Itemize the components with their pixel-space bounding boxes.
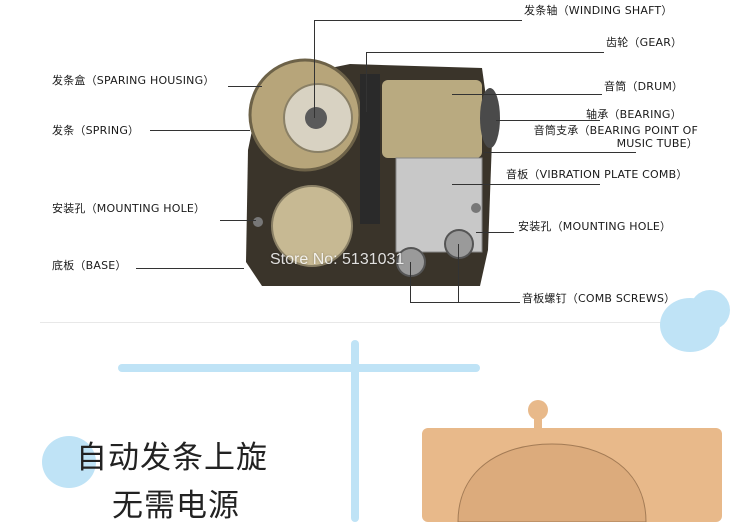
label-drum: 音筒（DRUM） [604, 80, 684, 93]
decorative-cloud-left [42, 436, 96, 488]
mounting-hole-left [253, 217, 263, 227]
promo-line-2: 无需电源 [112, 488, 240, 524]
label-base: 底板（BASE） [52, 259, 127, 272]
section-divider [40, 322, 700, 323]
decorative-cross-vertical [351, 340, 359, 522]
label-sparing-housing: 发条盒（SPARING HOUSING） [52, 74, 215, 87]
comb-screw-2 [444, 229, 474, 259]
comb-screw-1 [396, 247, 426, 277]
label-spring: 发条（SPRING） [52, 124, 140, 137]
vibration-comb [395, 157, 483, 253]
mounting-hole-right [471, 203, 481, 213]
label-mounting-hole-left: 安装孔（MOUNTING HOLE） [52, 202, 206, 215]
label-comb-screws: 音板螺钉（COMB SCREWS） [522, 292, 676, 305]
drum [382, 80, 482, 158]
gear [360, 74, 380, 224]
movement-window [457, 443, 647, 522]
label-bearing: 轴承（BEARING） [586, 108, 682, 121]
decorative-cloud-right-2 [690, 290, 730, 330]
label-gear: 齿轮（GEAR） [606, 36, 683, 49]
label-winding-shaft: 发条轴（WINDING SHAFT） [524, 4, 673, 17]
winding-shaft [305, 107, 327, 129]
label-bearing-point: 音筒支承（BEARING POINT OF MUSIC TUBE） [533, 124, 698, 150]
label-mounting-hole-right: 安装孔（MOUNTING HOLE） [518, 220, 672, 233]
winding-knob [528, 400, 548, 420]
label-vibration-plate: 音板（VIBRATION PLATE COMB） [506, 168, 688, 181]
decorative-cross-horizontal [118, 364, 480, 372]
store-watermark: Store No: 5131031 [270, 251, 405, 268]
spring-cover [271, 185, 353, 267]
promo-line-1: 自动发条上旋 [76, 440, 268, 476]
